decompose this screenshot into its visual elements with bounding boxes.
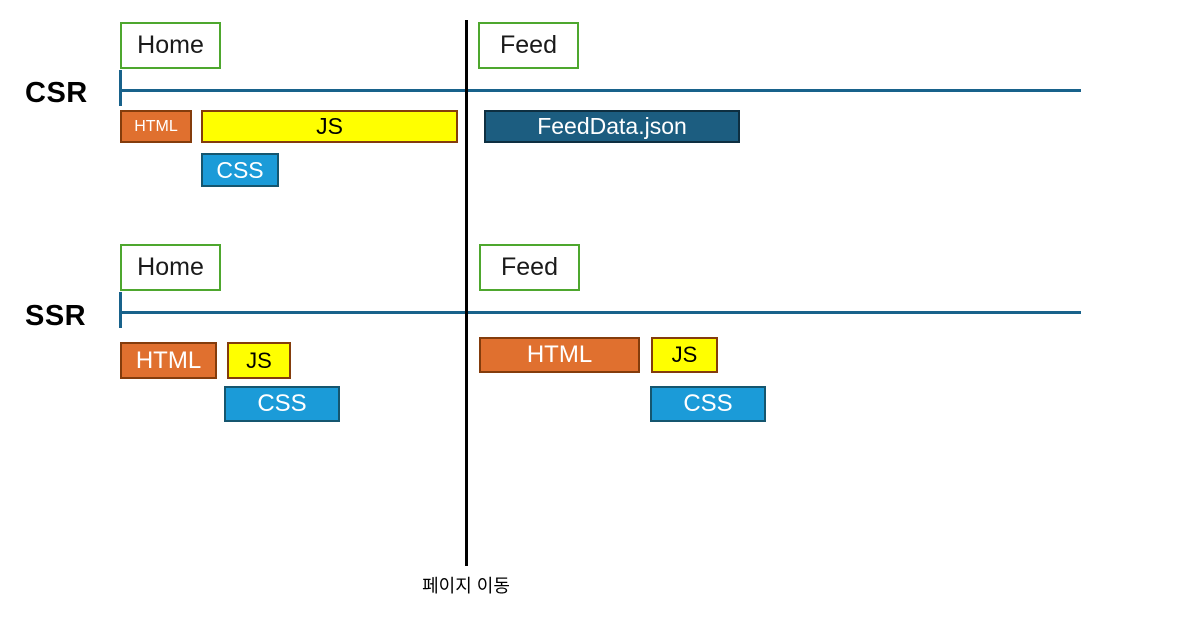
- ssr-bar-html-feed[interactable]: HTML: [479, 337, 640, 373]
- ssr-page-label-home: Home: [137, 253, 204, 281]
- csr-bar-css[interactable]: CSS: [201, 153, 279, 187]
- ssr-bar-js-home-label: JS: [246, 347, 272, 373]
- ssr-bar-css-feed[interactable]: CSS: [650, 386, 766, 422]
- csr-bar-html[interactable]: HTML: [120, 110, 192, 143]
- ssr-timeline: [119, 311, 1081, 314]
- csr-bar-feeddata-json-label: FeedData.json: [537, 113, 687, 139]
- ssr-bar-js-feed-label: JS: [671, 342, 698, 367]
- csr-page-box-feed[interactable]: Feed: [478, 22, 579, 69]
- csr-page-box-home[interactable]: Home: [120, 22, 221, 69]
- ssr-bar-html-home[interactable]: HTML: [120, 342, 217, 379]
- csr-bar-html-label: HTML: [134, 117, 178, 135]
- ssr-bar-css-feed-label: CSS: [683, 390, 733, 417]
- csr-bar-css-label: CSS: [216, 156, 264, 183]
- ssr-page-label-feed: Feed: [501, 253, 558, 281]
- csr-timeline: [119, 89, 1081, 92]
- page-transition-label: 페이지 이동: [422, 576, 510, 596]
- ssr-bar-js-home[interactable]: JS: [227, 342, 291, 379]
- page-transition-divider: [465, 20, 468, 566]
- csr-bar-feeddata-json[interactable]: FeedData.json: [484, 110, 740, 143]
- csr-bar-js-label: JS: [316, 113, 343, 139]
- row-label-ssr: SSR: [25, 300, 87, 332]
- csr-page-label-home: Home: [137, 31, 204, 59]
- csr-page-label-feed: Feed: [500, 31, 557, 59]
- csr-bar-js[interactable]: JS: [201, 110, 458, 143]
- row-label-csr: CSR: [25, 77, 88, 109]
- ssr-bar-html-feed-label: HTML: [526, 341, 593, 368]
- ssr-bar-css-home-label: CSS: [257, 390, 307, 417]
- ssr-bar-css-home[interactable]: CSS: [224, 386, 340, 422]
- ssr-page-box-feed[interactable]: Feed: [479, 244, 580, 291]
- ssr-page-box-home[interactable]: Home: [120, 244, 221, 291]
- ssr-timeline-tick: [119, 292, 122, 328]
- ssr-bar-html-home-label: HTML: [135, 346, 202, 374]
- ssr-bar-js-feed[interactable]: JS: [651, 337, 718, 373]
- csr-timeline-tick: [119, 70, 122, 106]
